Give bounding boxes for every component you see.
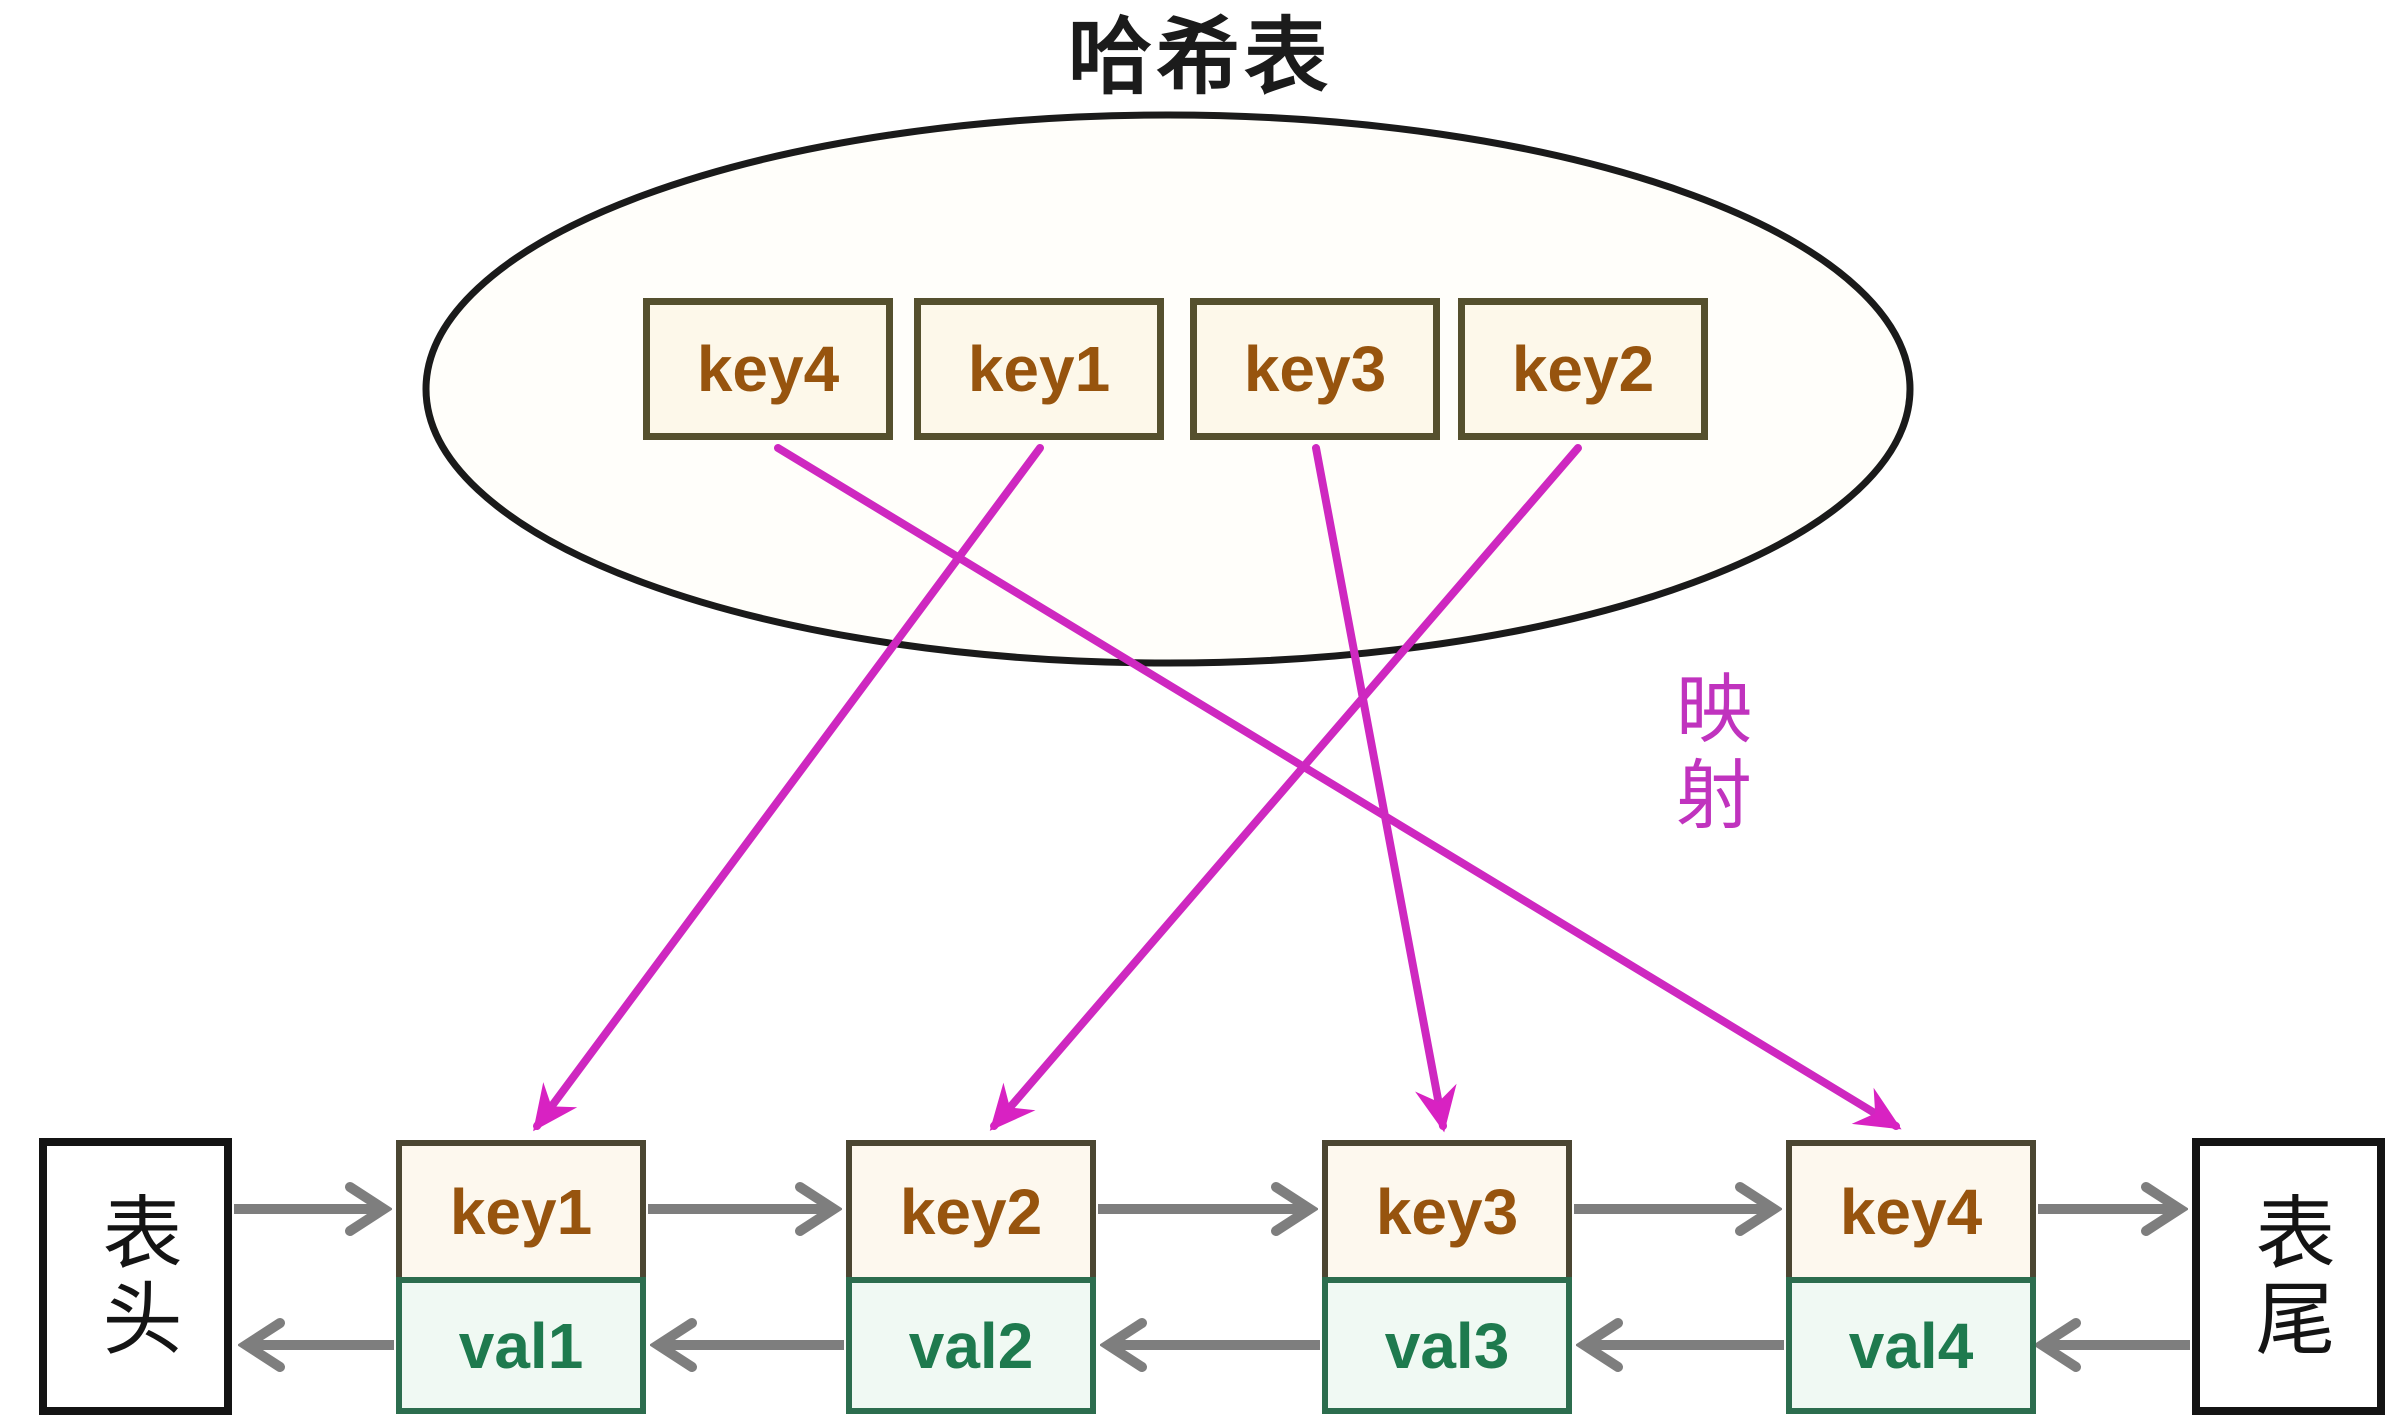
node-2-key-cell: key2	[846, 1140, 1096, 1277]
list-head-box: 表头	[39, 1138, 232, 1415]
list-node-1: key1 val1	[396, 1140, 646, 1414]
node-1-key-cell: key1	[396, 1140, 646, 1277]
node-4-val-cell: val4	[1786, 1277, 2036, 1414]
node-3-val-cell: val3	[1322, 1277, 1572, 1414]
hash-slot-key3: key3	[1190, 298, 1440, 440]
node-3-key-cell: key3	[1322, 1140, 1572, 1277]
diagram-title: 哈希表	[1067, 9, 1332, 104]
list-tail-box: 表尾	[2192, 1138, 2385, 1415]
mapping-arrow-key3	[1312, 444, 1457, 1133]
list-node-2: key2 val2	[846, 1140, 1096, 1414]
list-node-3: key3 val3	[1322, 1140, 1572, 1414]
list-node-4: key4 val4	[1786, 1140, 2036, 1414]
mapping-arrow-key2	[989, 444, 1582, 1131]
mapping-arrow-key4	[774, 444, 1902, 1130]
mapping-label: 映射	[1664, 669, 1749, 841]
hash-slot-key4: key4	[643, 298, 893, 440]
hash-table-ellipse	[422, 111, 1914, 667]
node-4-key-cell: key4	[1786, 1140, 2036, 1277]
hash-slot-key1: key1	[914, 298, 1164, 440]
node-1-val-cell: val1	[396, 1277, 646, 1414]
node-2-val-cell: val2	[846, 1277, 1096, 1414]
hash-slot-key2: key2	[1458, 298, 1708, 440]
mapping-arrow-key1	[533, 444, 1044, 1132]
